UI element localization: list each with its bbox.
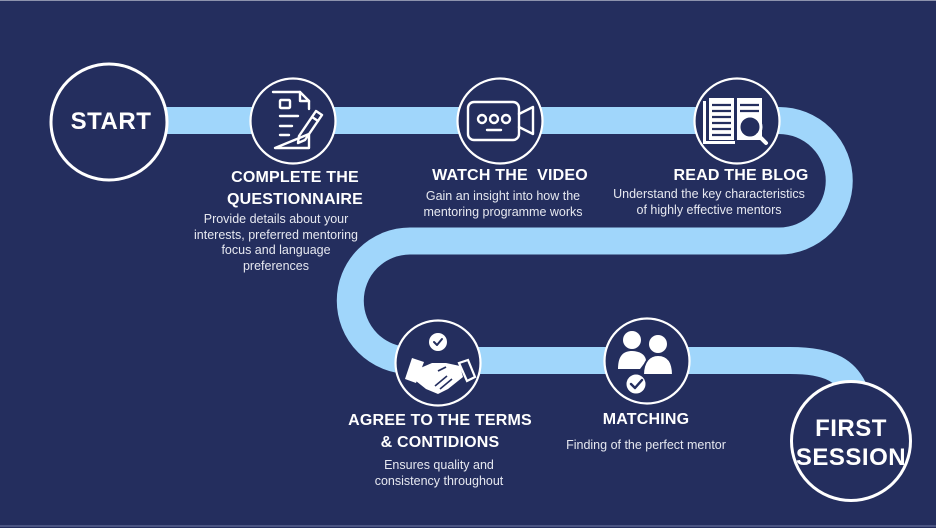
step-agreement-text: AGREE TO THE TERMS & CONTIDIONS — [348, 410, 532, 454]
step-description: mentoring programme works — [423, 204, 583, 219]
people-check-icon — [618, 331, 675, 396]
step-questionnaire-desc: Provide details about your interests, pr… — [194, 212, 358, 274]
step-matching-desc: Finding of the perfect mentor — [566, 438, 726, 454]
handshake-icon — [405, 333, 477, 394]
step-node-video — [456, 77, 544, 165]
step-video-desc: Gain an insight into how the mentoring p… — [423, 189, 582, 220]
step-questionnaire-text: COMPLETE THE QUESTIONNAIRE — [227, 167, 363, 211]
step-matching-text: MATCHING — [603, 409, 690, 431]
step-node-blog — [693, 77, 781, 165]
step-description: focus and language — [221, 243, 331, 257]
end-node — [790, 380, 912, 502]
book-magnifier-icon — [703, 98, 768, 145]
step-title: WATCH THE VIDEO — [432, 167, 588, 184]
step-video-text: WATCH THE VIDEO — [432, 165, 588, 187]
step-title: QUESTIONNAIRE — [227, 191, 363, 208]
step-description: consistency throughout — [374, 473, 504, 488]
step-description: Gain an insight into how the — [425, 189, 581, 203]
step-blog-desc: Understand the key characteristics of hi… — [613, 187, 805, 218]
step-title: & CONTIDIONS — [380, 434, 500, 451]
start-node — [49, 62, 169, 182]
step-description: Understand the key characteristics — [613, 187, 805, 201]
step-blog-text: READ THE BLOG — [673, 165, 808, 187]
step-description: interests, preferred mentoring — [194, 227, 358, 242]
questionnaire-icon — [271, 90, 324, 150]
end-label-line2: SESSION — [795, 444, 907, 471]
step-description: preferences — [242, 258, 309, 273]
step-title: AGREE TO THE TERMS — [348, 412, 532, 429]
step-node-agreement — [394, 319, 482, 407]
step-title: READ THE BLOG — [673, 167, 809, 184]
start-label: START — [70, 108, 152, 135]
step-node-matching — [603, 317, 691, 405]
step-description: Provide details about your — [203, 212, 349, 226]
step-title: MATCHING — [602, 411, 690, 428]
video-camera-icon — [466, 100, 535, 142]
step-node-questionnaire — [249, 77, 337, 165]
step-description: of highly effective mentors — [636, 202, 782, 217]
step-description: Ensures quality and — [384, 458, 494, 472]
step-title: COMPLETE THE — [231, 169, 359, 186]
step-description: Finding of the perfect mentor — [566, 438, 726, 452]
end-label-line1: FIRST — [815, 415, 887, 442]
step-agreement-desc: Ensures quality and consistency througho… — [375, 458, 504, 489]
